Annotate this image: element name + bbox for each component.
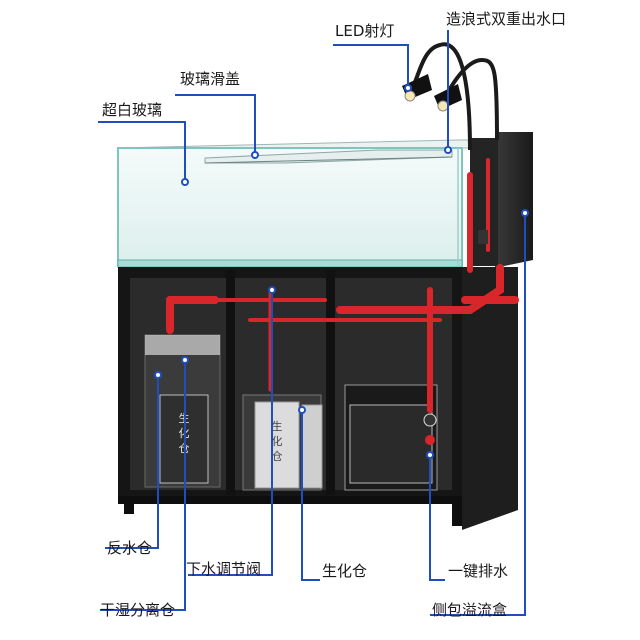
label-one-key-drain: 一键排水 (448, 562, 509, 580)
led-spotlight-lamps (402, 42, 499, 151)
label-led-spotlight: LED射灯 (335, 22, 395, 40)
label-bio-chamber: 生化仓 (322, 562, 368, 580)
label-wave-outlet: 造浪式双重出水口 (446, 10, 567, 28)
glass-tank (117, 139, 515, 268)
bio-box-middle-char-2: 化 (272, 434, 283, 448)
bio-box-middle-char-3: 仓 (272, 449, 283, 463)
label-down-water-valve: 下水调节阀 (186, 560, 262, 578)
label-side-overflow-box: 侧包溢流盒 (432, 601, 508, 619)
label-ultra-clear-glass: 超白玻璃 (102, 101, 163, 119)
callout-lines (98, 30, 529, 616)
red-pipes (166, 158, 519, 413)
bio-box-middle: 生 化 仓 (254, 401, 323, 489)
bio-box-middle-char-1: 生 (272, 419, 283, 433)
side-overflow-box (470, 132, 533, 268)
label-return-chamber: 反水仓 (107, 539, 153, 557)
label-wet-dry-separator: 干湿分离仓 (100, 601, 176, 619)
valves (423, 230, 488, 445)
label-glass-slide-cover: 玻璃滑盖 (180, 70, 241, 88)
